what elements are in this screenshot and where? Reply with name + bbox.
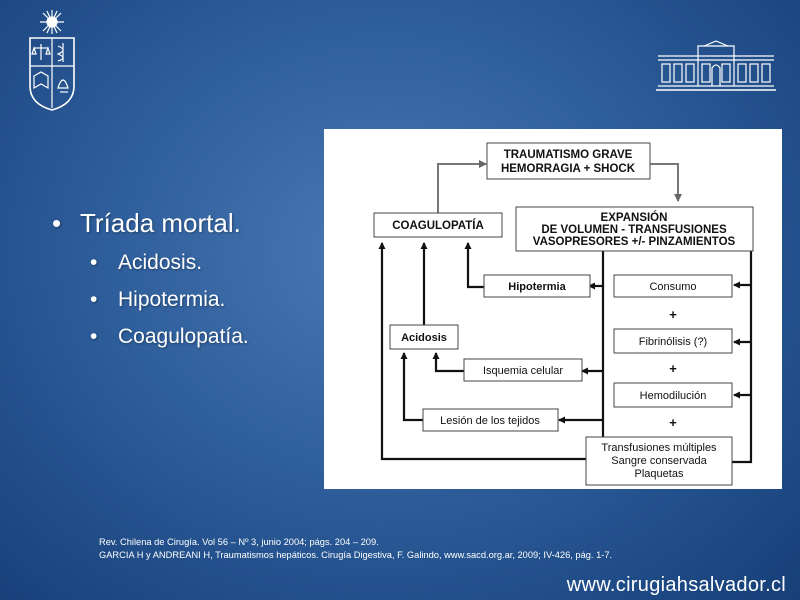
lamp-icon [57, 79, 69, 93]
bullet-coagulopatia: Coagulopatía. [52, 322, 249, 359]
box-hipotermia-frame [483, 274, 591, 298]
box-isquemia-label: Isquemia celular [483, 365, 563, 377]
box-expansion-line3: VASOPRESORES +/- PINZAMIENTOS [533, 236, 736, 248]
box-trauma-line1: TRAUMATISMO GRAVE [504, 149, 633, 161]
plus-sign-2: + [669, 361, 677, 376]
box-transfusiones-frame [585, 436, 733, 486]
bullet-hipotermia: Hipotermia. [52, 285, 249, 322]
reference-2: GARCIA H y ANDREANI H, Traumatismos hepá… [99, 550, 613, 560]
bullet-triada-mortal: Tríada mortal. [52, 206, 249, 248]
box-consumo-frame [613, 274, 733, 298]
box-hemodilucion-frame [613, 382, 733, 408]
bullet-list: Tríada mortal. Acidosis. Hipotermia. Coa… [52, 206, 249, 359]
diagram-boxes [373, 142, 754, 486]
box-coagulopatia-frame [373, 212, 503, 238]
box-consumo-label: Consumo [649, 281, 696, 293]
caduceus-icon [56, 43, 64, 62]
box-expansion-line1: EXPANSIÓN [601, 211, 668, 224]
diagram-connectors [378, 160, 753, 464]
box-lesion-frame [422, 408, 559, 432]
building-windows [661, 63, 771, 86]
box-trauma-frame [486, 142, 651, 180]
box-trauma-line2: HEMORRAGIA + SHOCK [501, 163, 636, 175]
lethal-triad-flow-diagram: TRAUMATISMO GRAVE HEMORRAGIA + SHOCK COA… [324, 129, 782, 489]
box-isquemia-frame [463, 358, 583, 382]
box-expansion-line2: DE VOLUMEN - TRANSFUSIONES [541, 224, 727, 236]
box-expansion-frame [515, 206, 754, 252]
scales-icon [31, 44, 51, 60]
plus-sign-1: + [669, 307, 677, 322]
box-transfusiones-line1: Transfusiones múltiples [601, 442, 717, 454]
box-hipotermia-label: Hipotermia [508, 281, 566, 293]
box-lesion-label: Lesión de los tejidos [440, 415, 540, 427]
footer-url: www.cirugiahsalvador.cl [566, 574, 786, 596]
box-transfusiones-line3: Plaquetas [635, 468, 684, 480]
university-emblem-logo [29, 10, 75, 111]
reference-1: Rev. Chilena de Cirugía. Vol 56 – Nº 3, … [99, 537, 379, 547]
hospital-building-logo [656, 40, 776, 91]
box-acidosis-frame [389, 324, 459, 350]
box-hemodilucion-label: Hemodilución [640, 390, 707, 402]
references: Rev. Chilena de Cirugía. Vol 56 – Nº 3, … [99, 536, 612, 562]
box-fibrinolisis-label: Fibrinólisis (?) [639, 336, 707, 348]
box-transfusiones-line2: Sangre conservada [611, 455, 707, 467]
diagram-background [324, 129, 782, 489]
sun-icon [40, 10, 64, 34]
plus-sign-3: + [669, 415, 677, 430]
book-icon [33, 71, 49, 90]
bullet-acidosis: Acidosis. [52, 248, 249, 285]
box-acidosis-label: Acidosis [401, 332, 447, 344]
box-coagulopatia-label: COAGULOPATÍA [392, 219, 484, 232]
box-fibrinolisis-frame [613, 328, 733, 354]
